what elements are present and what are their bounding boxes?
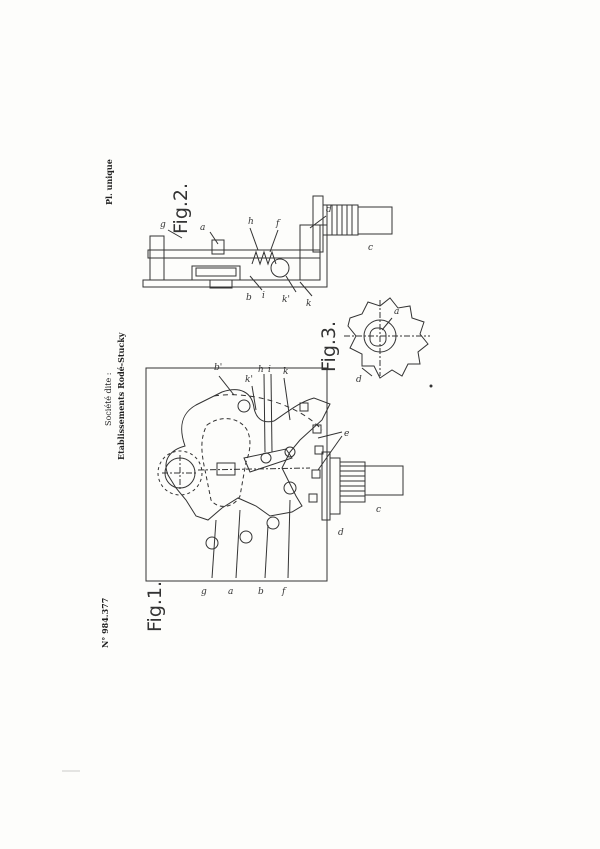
fig2-labels: g a h f b i k' k d c	[160, 205, 373, 309]
fig1-contact	[314, 445, 324, 455]
fig2-ball	[270, 258, 290, 278]
fig1-label-e: e	[344, 429, 349, 439]
fig1-shaft	[364, 465, 404, 496]
fig2-label-f: f	[275, 219, 281, 229]
fig2-lever-inner	[195, 267, 237, 277]
fig1-hole	[239, 530, 253, 544]
fig2-shaft	[357, 206, 393, 235]
fig1-lever	[165, 389, 331, 521]
fig1-label-f: f	[281, 587, 287, 597]
fig1-label-c: c	[376, 505, 381, 515]
fig2-label-c: c	[368, 243, 373, 253]
fig3-labels: a d	[356, 307, 399, 385]
fig2-drawing	[142, 195, 393, 297]
fig2-label-d: d	[326, 205, 332, 215]
fig2-threads	[322, 204, 359, 236]
fig1-label-b: b	[258, 587, 264, 597]
fig2-label-a: a	[200, 223, 205, 233]
fig2-label-k: k	[306, 299, 311, 309]
fig1-hole	[266, 516, 280, 530]
fig2-lever-base	[209, 279, 233, 289]
fig1-label-d: d	[338, 528, 344, 538]
fig1-label-i: i	[268, 365, 271, 375]
fig1-contact	[308, 493, 318, 503]
fig1-label-g: g	[201, 587, 207, 597]
fig1-contact	[312, 424, 322, 434]
fig2-label-h: h	[248, 217, 254, 227]
fig3-drawing	[344, 297, 430, 379]
fig2-post	[211, 239, 225, 255]
fig1-pin	[260, 452, 272, 464]
fig1-blade	[216, 462, 236, 476]
fig1-flange	[329, 457, 341, 515]
fig2-label-i: i	[262, 291, 265, 301]
fig1-pivot-outer	[157, 450, 203, 496]
fig1-hole	[283, 481, 297, 495]
fig1-hole	[205, 536, 219, 550]
fig1-contact	[299, 402, 309, 412]
fig1-label-k-prime: k'	[245, 375, 253, 385]
fig1-slot	[201, 418, 251, 507]
fig1-drawing	[145, 367, 404, 582]
fig3-gear	[347, 297, 429, 379]
fig3-label-a: a	[394, 307, 399, 317]
fig1-labels: g a b f b' k' h i k e d c	[201, 363, 381, 597]
fig1-base-plate	[145, 367, 328, 582]
fig1-contact	[311, 469, 321, 479]
fig2-label-g: g	[160, 220, 166, 230]
fig3-label-d: d	[356, 375, 362, 385]
fig1-hole	[237, 399, 251, 413]
fig2-label-b: b	[246, 293, 252, 303]
fig3-slot	[369, 327, 387, 347]
fig1-label-a: a	[228, 587, 233, 597]
fig1-label-h: h	[258, 365, 264, 375]
fig2-top-plate	[147, 249, 321, 259]
fig1-label-b-prime: b'	[214, 363, 222, 373]
fig1-threads	[339, 461, 366, 503]
fig1-label-k: k	[283, 367, 288, 377]
fig2-bracket	[142, 224, 328, 288]
fig2-flange	[312, 195, 324, 253]
fig2-label-k-prime: k'	[282, 295, 290, 305]
fig2-spring	[251, 250, 277, 266]
scan-speck	[429, 384, 433, 388]
fig1-pin2	[284, 446, 296, 458]
